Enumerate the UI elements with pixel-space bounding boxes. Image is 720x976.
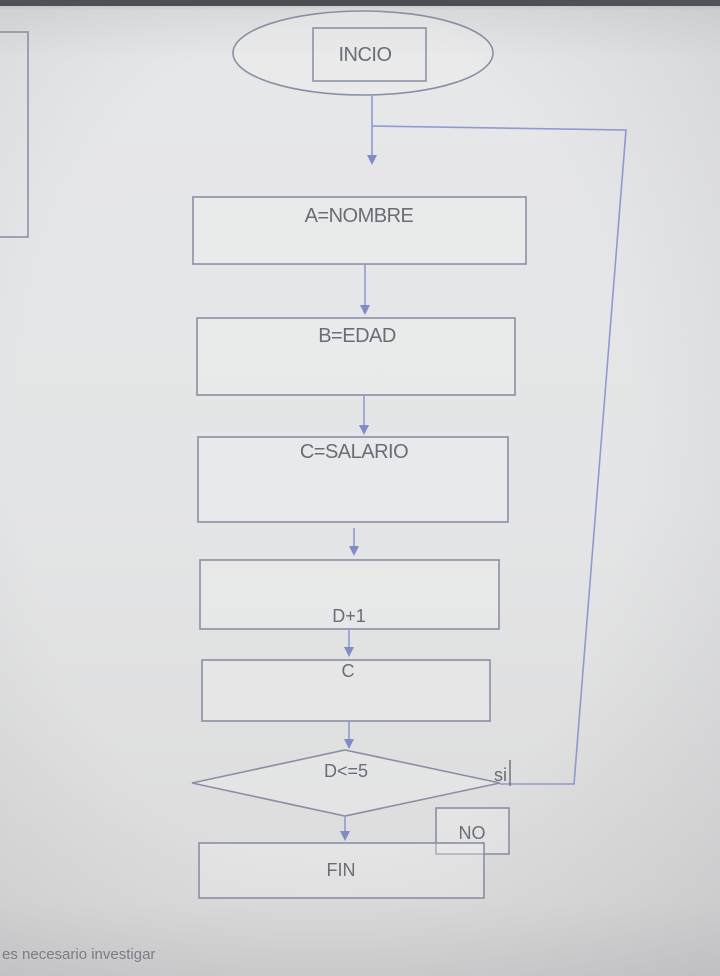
process-label-e: C (342, 661, 355, 681)
start-terminal (232, 10, 494, 96)
loop-back-connector (371, 125, 627, 785)
decision-label: D<=5 (324, 761, 368, 781)
end-label: FIN (327, 860, 356, 880)
decision-diamond (191, 749, 501, 817)
no-label-box (435, 807, 510, 855)
process-box-e (201, 659, 491, 722)
start-inner-box (312, 27, 427, 82)
start-label: INCIO (338, 44, 391, 66)
process-label-b: B=EDAD (318, 325, 396, 347)
decision-no-label: NO (459, 823, 486, 843)
partial-left-box (0, 31, 29, 238)
process-label-d: D+1 (332, 606, 366, 626)
process-box-d (199, 559, 500, 630)
process-box-c (197, 436, 509, 523)
process-label-a: A=NOMBRE (305, 205, 414, 227)
footer-note: es necesario investigar (2, 946, 156, 963)
process-box-a (192, 196, 527, 265)
screen-top-bezel (0, 0, 720, 6)
process-label-c: C=SALARIO (300, 441, 408, 463)
end-box (198, 842, 485, 899)
decision-yes-label: si (494, 765, 507, 785)
process-box-b (196, 317, 516, 396)
